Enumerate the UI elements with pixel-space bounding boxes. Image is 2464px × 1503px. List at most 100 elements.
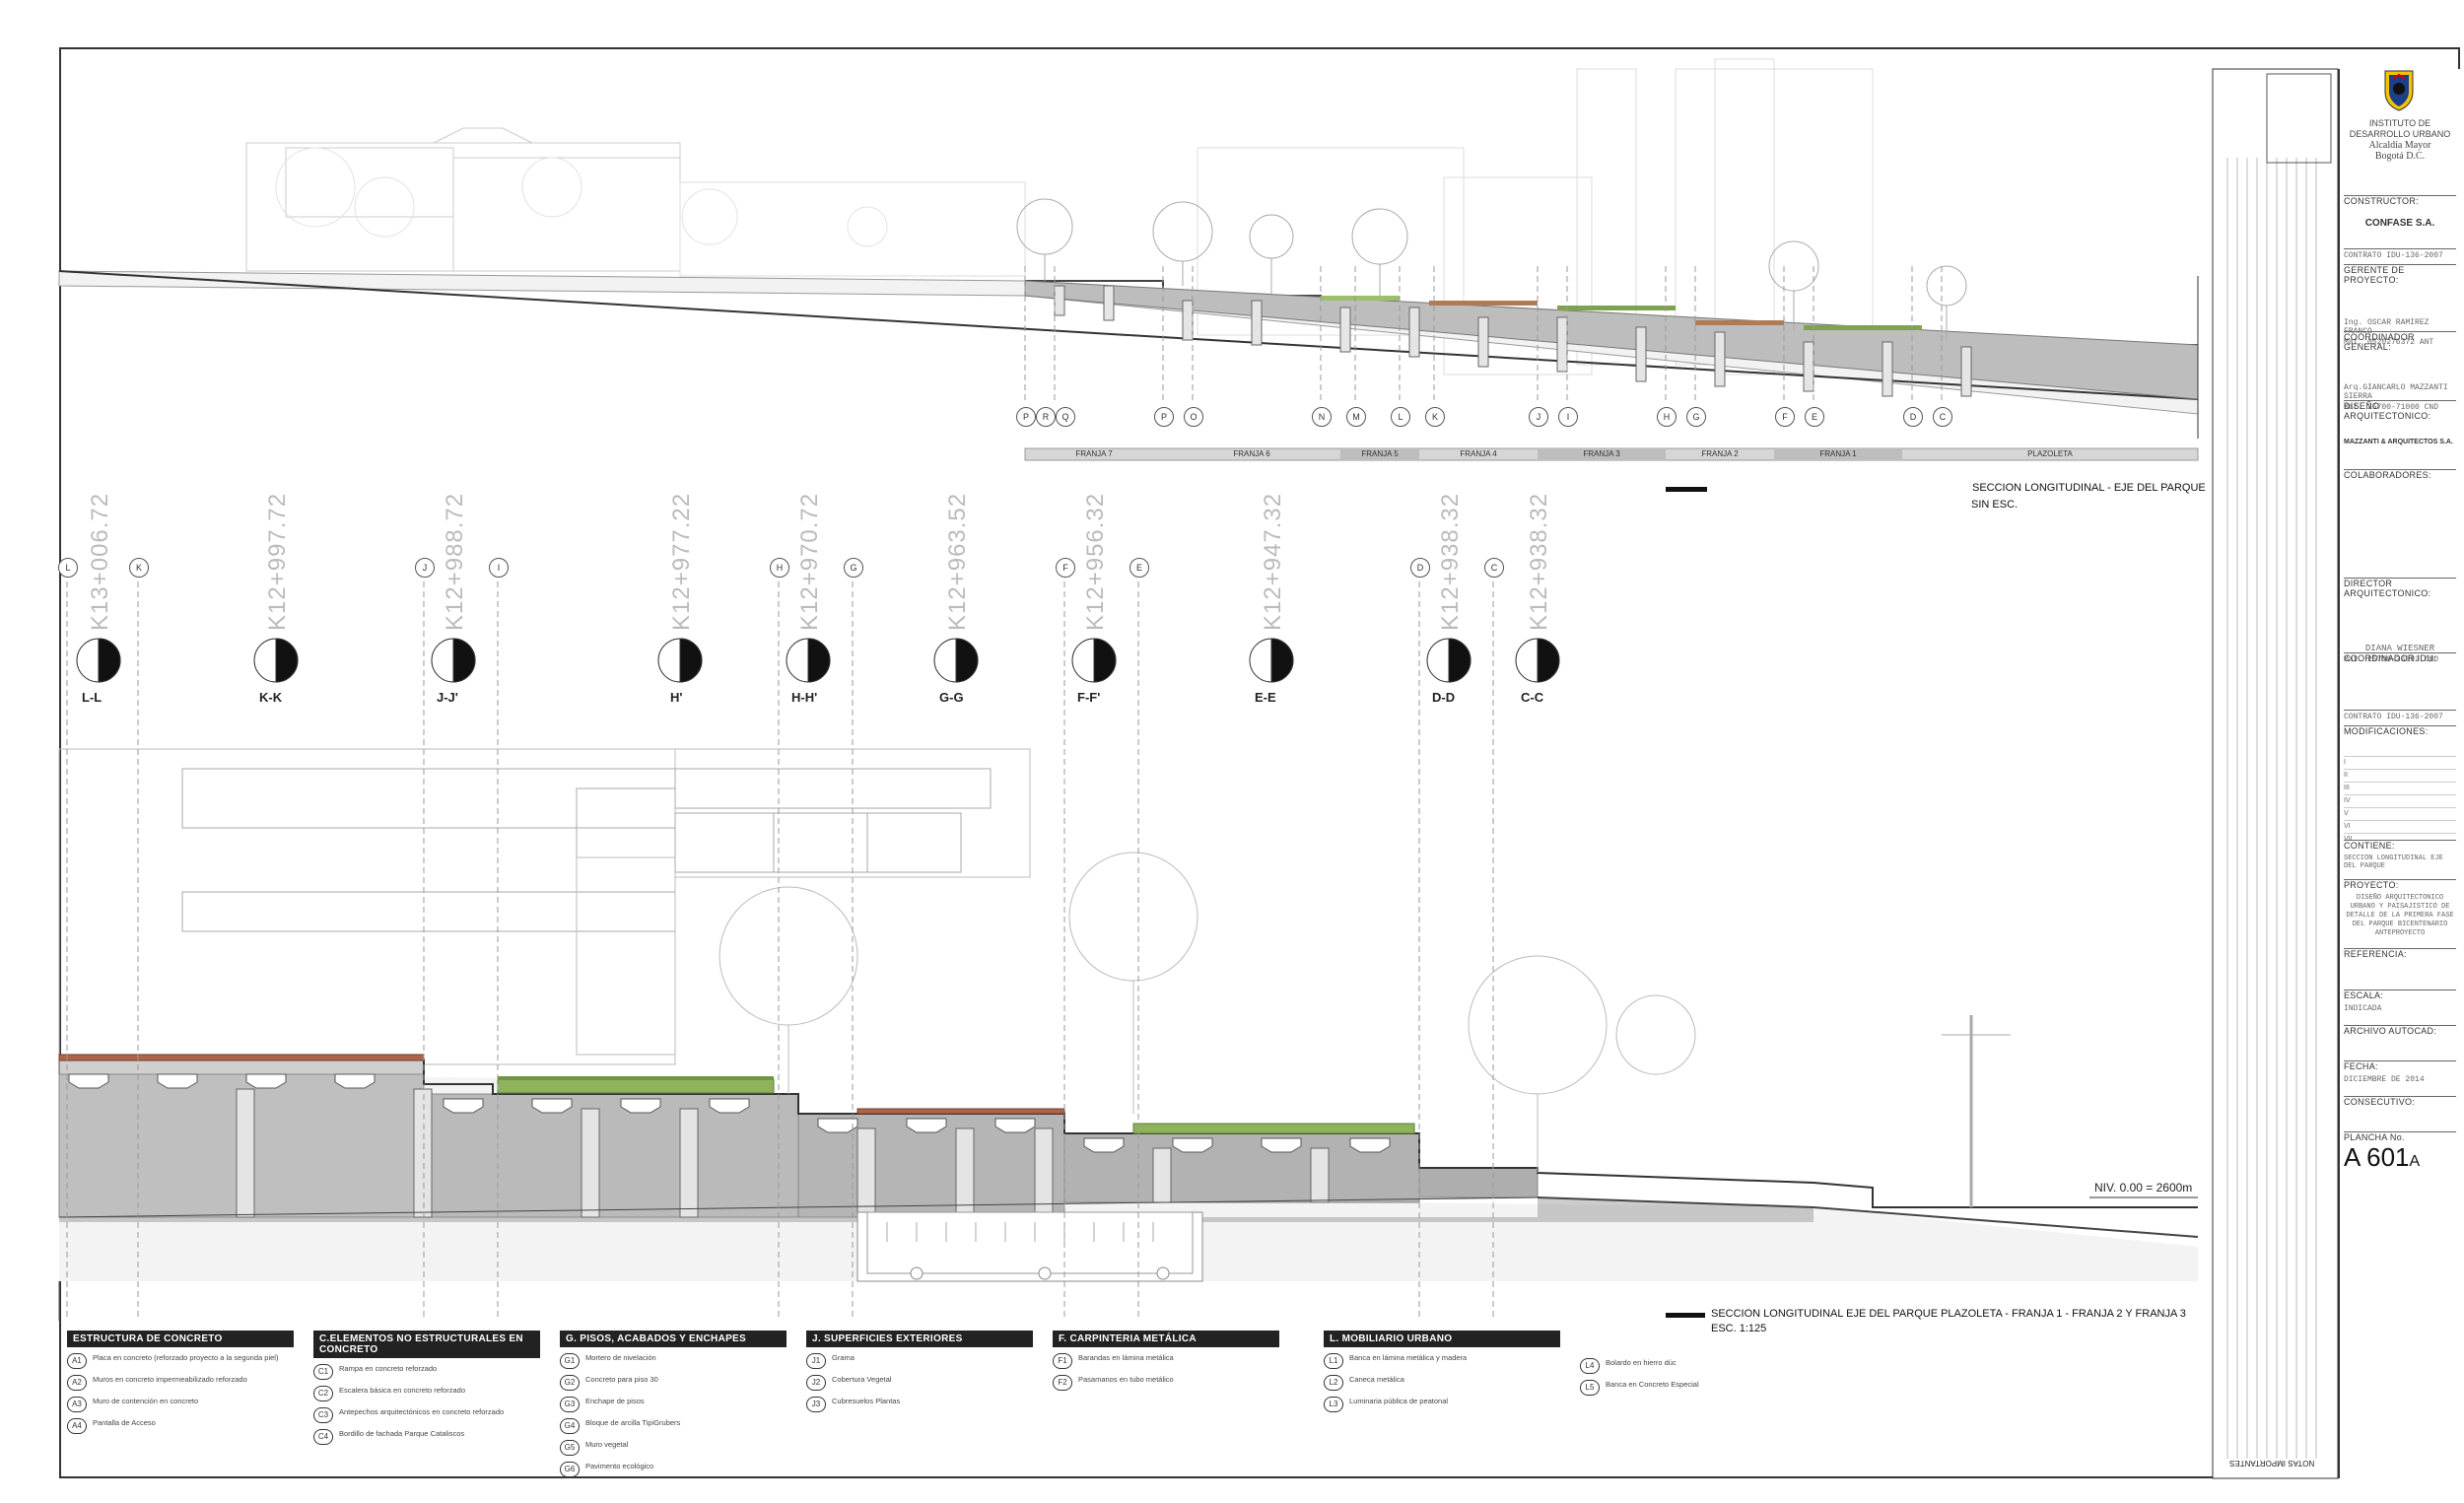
franja-label: FRANJA 1 [1819, 449, 1857, 458]
section-cut-label: H-H' [791, 690, 818, 705]
legend-heading: L. MOBILIARIO URBANO [1324, 1331, 1560, 1347]
section-cut-label: K-K [259, 690, 283, 705]
axis-bubble: K [1425, 407, 1445, 427]
axis-bubble: O [1184, 407, 1203, 427]
consecutive-row: CONSECUTIVO: [2344, 1096, 2456, 1132]
legend-heading: J. SUPERFICIES EXTERIORES [806, 1331, 1033, 1347]
franja-label: FRANJA 2 [1701, 449, 1739, 458]
chainage-label: K12+947.32 [1260, 492, 1286, 631]
bogota-seal-icon [2381, 69, 2417, 112]
contract-row: CONTRATO IDU-136-2007 [2344, 248, 2456, 265]
franja-label: FRANJA 7 [1075, 449, 1113, 458]
coordinator-row: COORDINADOR GENERAL: Arq.GIANCARLO MAZZA… [2344, 331, 2456, 412]
axis-bubble: P [1154, 407, 1174, 427]
axis-bubble: P [1016, 407, 1036, 427]
top-section-scale: SIN ESC. [1971, 499, 2019, 511]
collaborators-row: COLABORADORES: [2344, 469, 2456, 579]
axis-bubble: E [1129, 558, 1149, 578]
axis-bubble: F [1775, 407, 1795, 427]
legend-heading: F. CARPINTERIA METÁLICA [1053, 1331, 1279, 1347]
axis-bubble: H [1657, 407, 1677, 427]
top-section-title: SECCION LONGITUDINAL - EJE DEL PARQUE [1972, 482, 2206, 494]
section-cut-label: D-D [1432, 690, 1456, 705]
title-block: INSTITUTO DE DESARROLLO URBANO Alcaldía … [2338, 69, 2460, 1478]
axis-bubble: D [1410, 558, 1430, 578]
section-cut-label: G-G [939, 690, 964, 705]
reference-row: REFERENCIA: [2344, 948, 2456, 991]
section-cut-label: F-F' [1077, 690, 1101, 705]
section-cut-label: H' [670, 690, 683, 705]
axis-bubble: R [1036, 407, 1056, 427]
axis-bubble: I [489, 558, 509, 578]
plan-number-row: PLANCHA No. A 601A [2344, 1131, 2456, 1172]
confase-logo: CONFASE S.A. [2364, 218, 2435, 229]
chainage-label: K12+956.32 [1082, 492, 1109, 631]
mazzanti-logo: MAZZANTI & ARQUITECTOS S.A. [2344, 439, 2453, 445]
modifications-row: MODIFICACIONES: I II III IV V VI VII [2344, 725, 2456, 843]
franja-label: FRANJA 5 [1361, 449, 1399, 458]
axis-bubble: C [1933, 407, 1952, 427]
project-row: PROYECTO: DISEÑO ARQUITECTONICO URBANO Y… [2344, 879, 2456, 949]
axis-bubble: J [415, 558, 435, 578]
content-row: CONTIENE: SECCION LONGITUDINAL EJE DEL P… [2344, 840, 2456, 880]
date-row: FECHA: DICIEMBRE DE 2014 [2344, 1060, 2456, 1097]
section-cut-label: L-L [82, 690, 103, 705]
plan-number: A 601A [2344, 1142, 2421, 1172]
axis-bubble: L [1391, 407, 1410, 427]
axis-bubble: J [1529, 407, 1548, 427]
section-cut-label: C-C [1521, 690, 1544, 705]
coordinator-idu-row: COORDINADOR IDU: [2344, 652, 2456, 711]
scale-row: ESCALA: INDICADA [2344, 990, 2456, 1026]
section-cut-label: E-E [1255, 690, 1276, 705]
constructor-row: CONSTRUCTOR: CONFASE S.A. [2344, 195, 2456, 243]
axis-bubble: M [1346, 407, 1366, 427]
axis-bubble: N [1312, 407, 1332, 427]
notes-strip [2212, 68, 2339, 1479]
chainage-label: K12+938.32 [1526, 492, 1552, 631]
chainage-label: K12+963.52 [944, 492, 971, 631]
axis-bubble: E [1805, 407, 1824, 427]
axis-bubble: G [844, 558, 863, 578]
axis-bubble: G [1686, 407, 1706, 427]
chainage-label: K13+006.72 [87, 492, 113, 631]
contract-row-2: CONTRATO IDU-136-2007 [2344, 710, 2456, 726]
manager-row: GERENTE DE PROYECTO: Ing. OSCAR RAMIREZ … [2344, 264, 2456, 347]
axis-bubble: K [129, 558, 149, 578]
bottom-section-drawing [58, 487, 2199, 1321]
axis-bubble: Q [1056, 407, 1075, 427]
director-row: DIRECTOR ARQUITECTONICO: DIANA WIESNER M… [2344, 578, 2456, 664]
axis-bubble: C [1484, 558, 1504, 578]
chainage-label: K12+938.32 [1437, 492, 1464, 631]
axis-bubble: I [1558, 407, 1578, 427]
autocad-file-row: ARCHIVO AUTOCAD: [2344, 1025, 2456, 1061]
franja-label: FRANJA 6 [1233, 449, 1270, 458]
legend-heading: G. PISOS, ACABADOS Y ENCHAPES [560, 1331, 787, 1347]
legend-heading: C.ELEMENTOS NO ESTRUCTURALES EN CONCRETO [313, 1331, 540, 1358]
design-row: DISEÑO ARQUITECTONICO: MAZZANTI & ARQUIT… [2344, 400, 2456, 470]
